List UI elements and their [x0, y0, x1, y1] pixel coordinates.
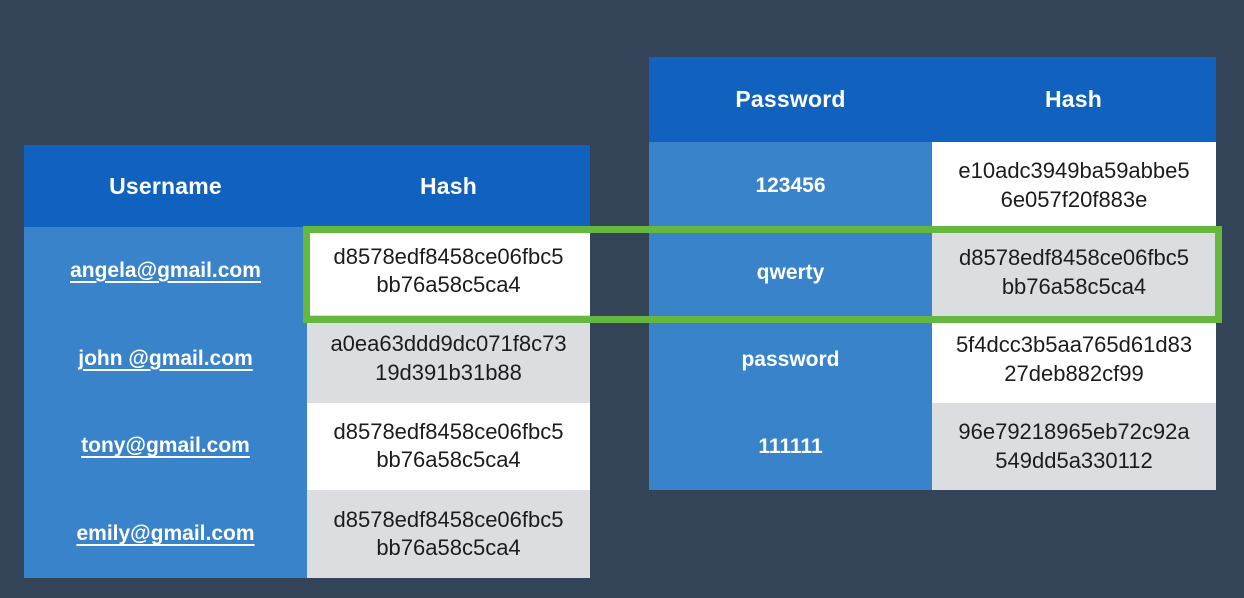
hash-cell: d8578edf8458ce06fbc5bb76a58c5ca4	[307, 490, 590, 578]
hash-cell: d8578edf8458ce06fbc5bb76a58c5ca4	[307, 402, 590, 491]
table-row: 111111 96e79218965eb72c92a549dd5a330112	[649, 403, 1216, 490]
users-hash-column-header: Hash	[419, 172, 478, 199]
table-row: 123456 e10adc3949ba59abbe56e057f20f883e	[649, 142, 1216, 229]
password-column-header: Password	[735, 86, 846, 112]
password-cell-111111: 111111	[649, 403, 932, 490]
password-cell-password: password	[649, 316, 932, 403]
users-table-header-row: Username Hash	[24, 145, 590, 227]
username-cell-john[interactable]: john @gmail.com	[24, 314, 307, 403]
username-column-header: Username	[109, 172, 222, 199]
password-cell-qwerty: qwerty	[649, 229, 932, 316]
hash-cell: a0ea63ddd9dc071f8c7319d391b31b88	[307, 314, 590, 403]
passwords-hash-table: Password Hash 123456 e10adc3949ba59abbe5…	[649, 57, 1216, 490]
table-row: emily@gmail.com d8578edf8458ce06fbc5bb76…	[24, 490, 590, 578]
password-cell-123456: 123456	[649, 142, 932, 229]
hash-cell: 96e79218965eb72c92a549dd5a330112	[932, 403, 1216, 490]
passwords-hash-column-header: Hash	[1044, 86, 1103, 112]
username-cell-angela[interactable]: angela@gmail.com	[24, 227, 307, 315]
users-hash-table: Username Hash angela@gmail.com d8578edf8…	[24, 145, 590, 578]
passwords-table-header-row: Password Hash	[649, 57, 1216, 142]
table-row: qwerty d8578edf8458ce06fbc5bb76a58c5ca4	[649, 229, 1216, 316]
table-row: password 5f4dcc3b5aa765d61d8327deb882cf9…	[649, 316, 1216, 403]
table-row: tony@gmail.com d8578edf8458ce06fbc5bb76a…	[24, 402, 590, 491]
username-cell-emily[interactable]: emily@gmail.com	[24, 490, 307, 578]
table-row: john @gmail.com a0ea63ddd9dc071f8c7319d3…	[24, 314, 590, 403]
username-cell-tony[interactable]: tony@gmail.com	[24, 402, 307, 491]
hash-cell: e10adc3949ba59abbe56e057f20f883e	[932, 142, 1216, 229]
table-row: angela@gmail.com d8578edf8458ce06fbc5bb7…	[24, 227, 590, 315]
hash-cell: 5f4dcc3b5aa765d61d8327deb882cf99	[932, 316, 1216, 403]
hash-cell: d8578edf8458ce06fbc5bb76a58c5ca4	[307, 227, 590, 315]
hash-cell: d8578edf8458ce06fbc5bb76a58c5ca4	[932, 229, 1216, 316]
